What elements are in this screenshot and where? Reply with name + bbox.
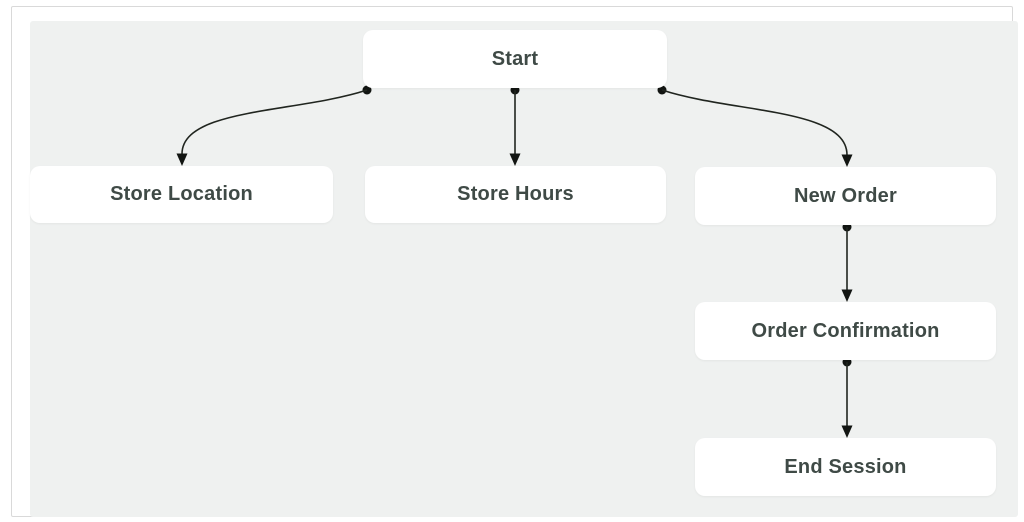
node-start[interactable]: Start bbox=[363, 30, 667, 88]
node-new-order-label: New Order bbox=[794, 184, 897, 207]
node-new-order[interactable]: New Order bbox=[695, 167, 996, 225]
node-start-label: Start bbox=[491, 47, 539, 70]
node-end-session[interactable]: End Session bbox=[695, 438, 996, 496]
node-store-hours-label: Store Hours bbox=[457, 183, 574, 205]
node-store-location[interactable]: Store Location bbox=[30, 166, 333, 223]
node-store-location-label: Store Location bbox=[110, 183, 253, 205]
node-order-confirmation[interactable]: Order Confirmation bbox=[695, 302, 996, 360]
node-store-hours[interactable]: Store Hours bbox=[365, 166, 666, 223]
node-order-confirmation-label: Order Confirmation bbox=[751, 319, 940, 342]
node-end-session-label: End Session bbox=[784, 455, 907, 478]
